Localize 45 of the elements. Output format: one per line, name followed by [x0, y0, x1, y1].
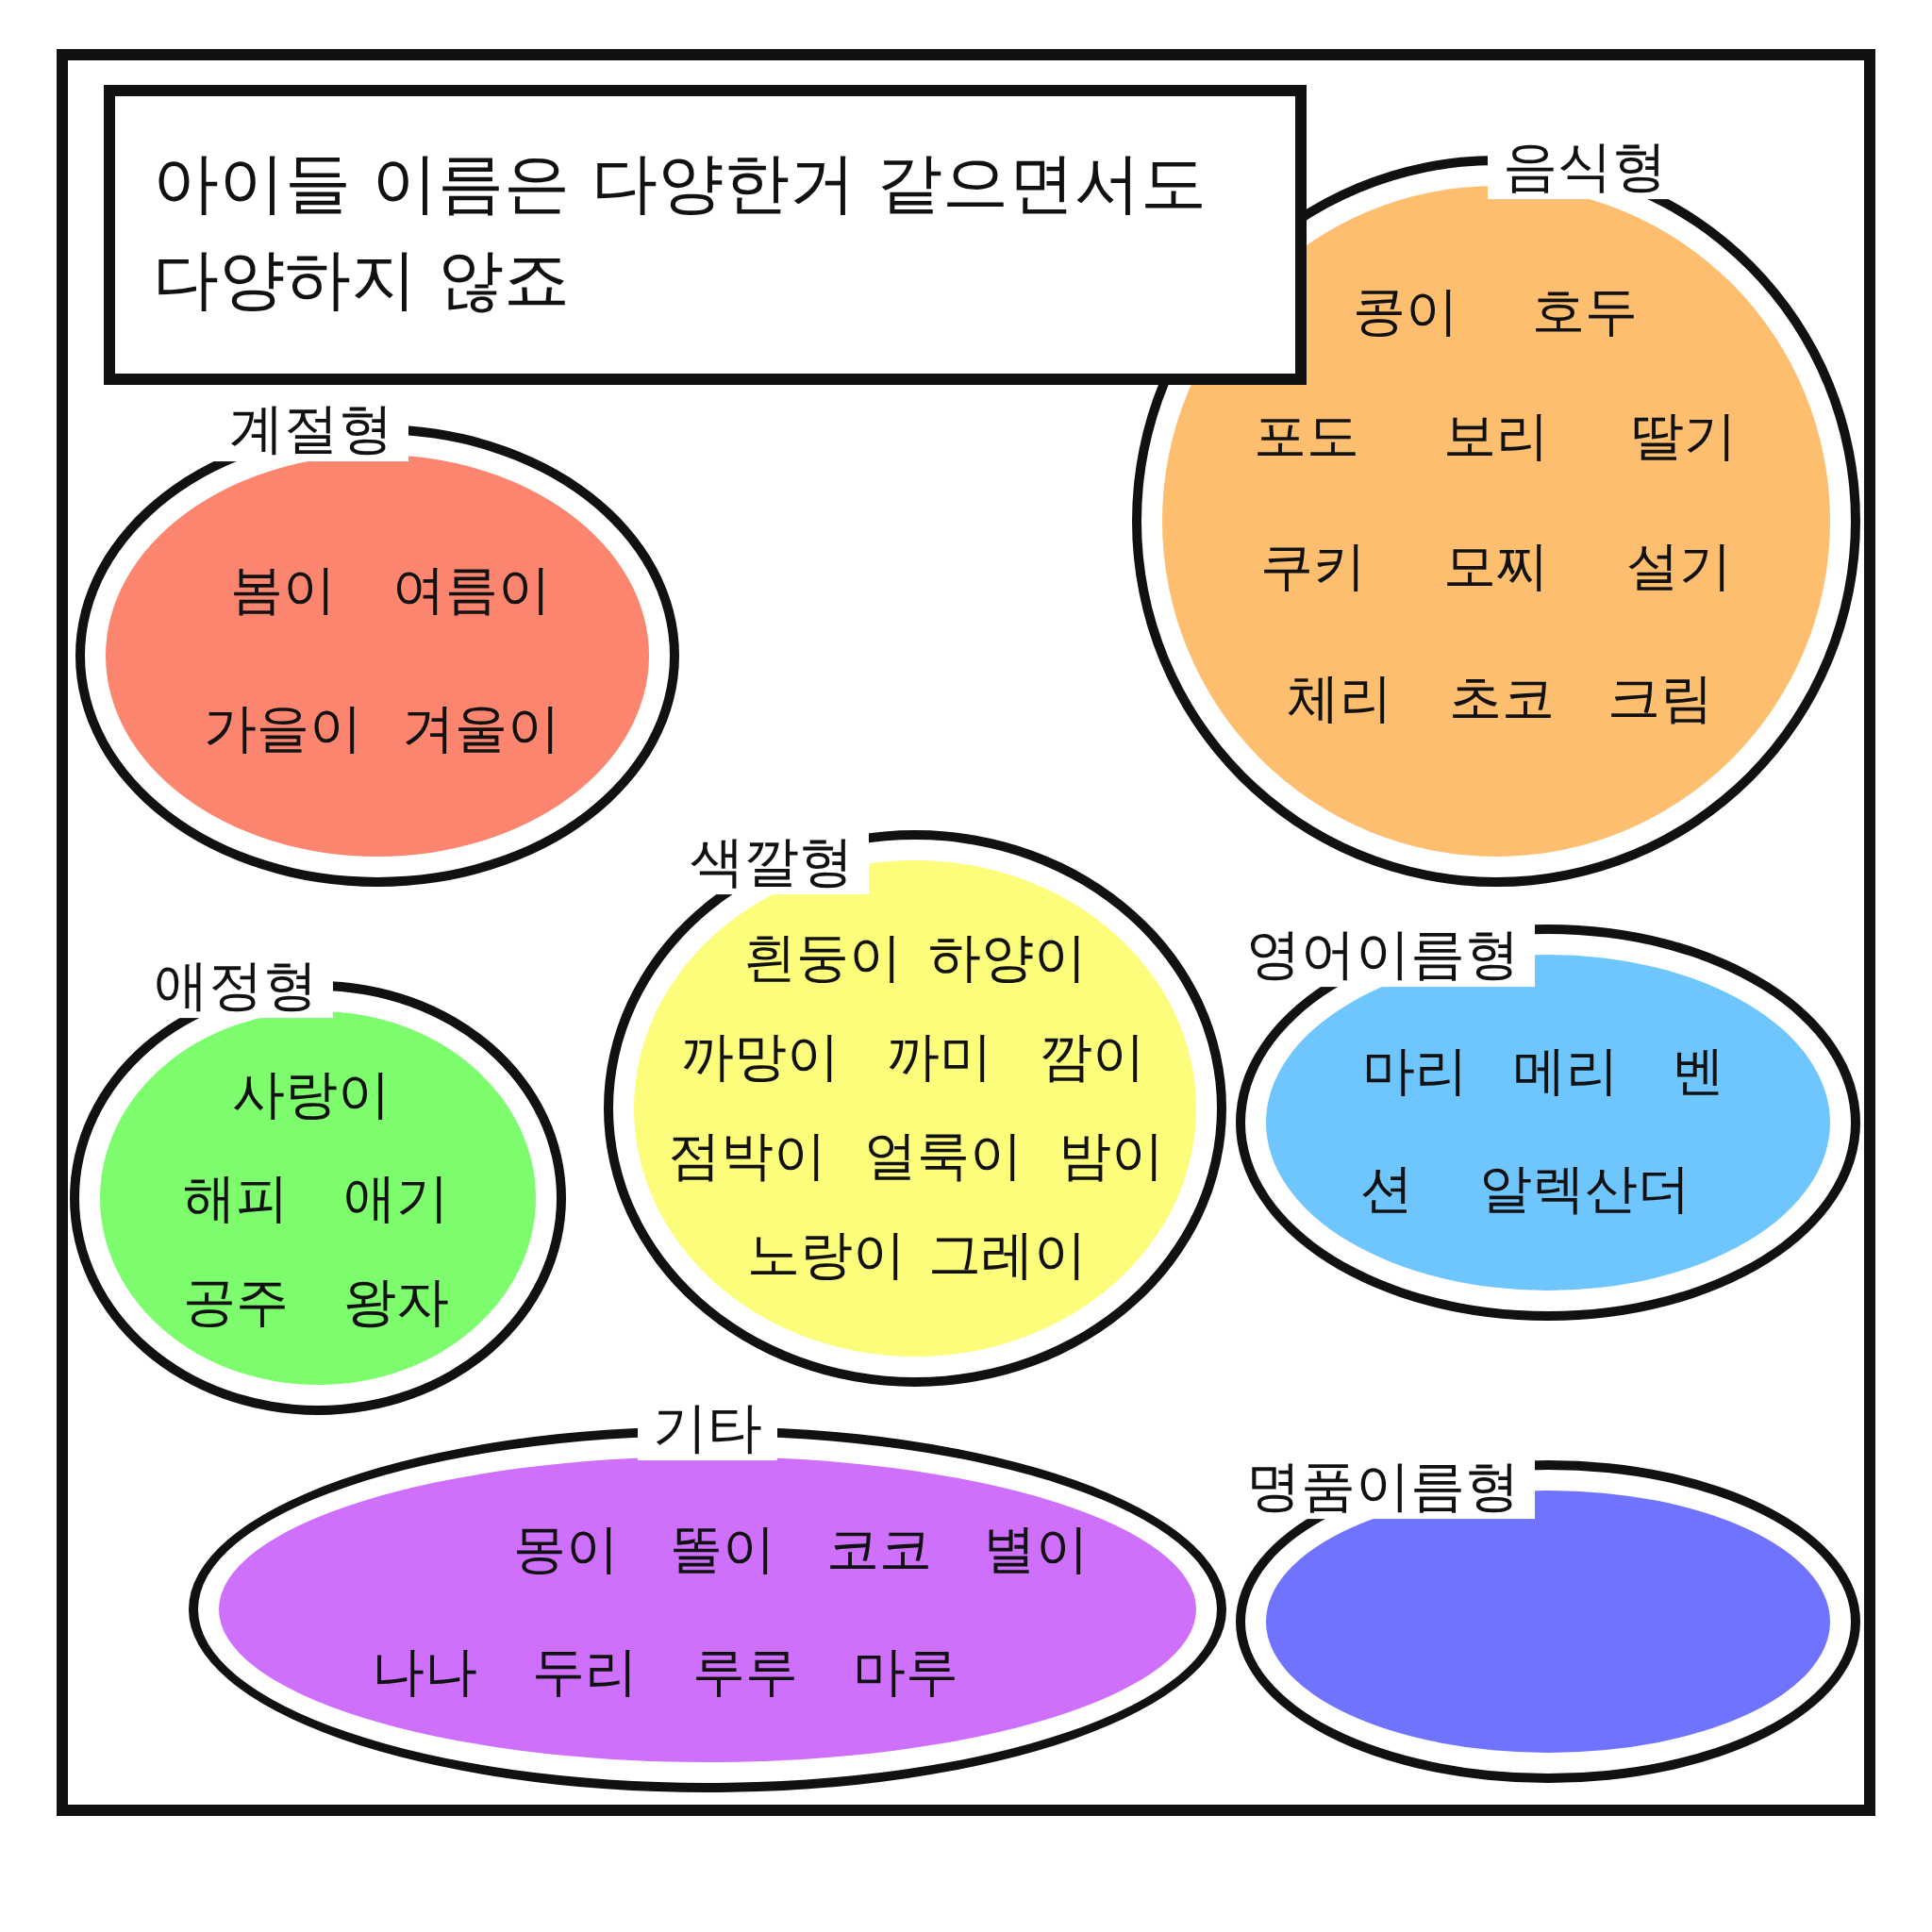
name-word: 보리	[1443, 407, 1549, 465]
caption-text: 아이들 이름은 다양한거 같으면서도 다양하지 않죠	[153, 143, 1208, 320]
name-word: 쿠키	[1260, 537, 1366, 595]
name-word: 애기	[343, 1169, 449, 1227]
name-word: 별이	[983, 1520, 1089, 1578]
name-word: 흰둥이	[743, 928, 902, 987]
name-word: 공주	[183, 1273, 289, 1331]
name-word: 겨울이	[402, 699, 560, 758]
name-word: 사랑이	[232, 1065, 391, 1124]
name-word: 해피	[183, 1169, 289, 1227]
name-word: 가을이	[204, 699, 362, 758]
name-word: 하양이	[928, 928, 1087, 987]
name-word: 루루	[692, 1642, 798, 1701]
name-word: 마리	[1362, 1041, 1468, 1100]
name-word: 콩이	[1353, 282, 1458, 341]
name-word: 왕자	[343, 1273, 449, 1331]
name-word: 노랑이	[747, 1225, 906, 1284]
name-word: 벤	[1672, 1041, 1724, 1100]
name-word: 마루	[853, 1642, 958, 1701]
name-word: 두리	[532, 1642, 638, 1701]
name-word: 알렉산더	[1479, 1159, 1690, 1218]
name-word: 밤이	[1058, 1126, 1164, 1185]
name-word: 봄이	[230, 560, 336, 619]
name-word: 점박이	[668, 1126, 826, 1185]
name-word: 까망이	[681, 1027, 840, 1086]
name-word: 나나	[372, 1642, 477, 1701]
name-word: 몽이	[513, 1520, 619, 1578]
name-word: 딸기	[1631, 407, 1737, 465]
name-word: 크림	[1607, 669, 1713, 727]
name-word: 똘이	[670, 1520, 775, 1578]
name-word: 얼룩이	[864, 1126, 1023, 1185]
name-word: 설기	[1626, 537, 1732, 595]
name-word: 그레이	[928, 1225, 1087, 1284]
caption-box	[104, 85, 1307, 385]
name-word: 여름이	[392, 560, 551, 619]
name-word: 코코	[826, 1520, 932, 1578]
name-word: 까미	[887, 1027, 992, 1086]
name-word: 호두	[1532, 282, 1638, 341]
name-word: 깜이	[1040, 1027, 1145, 1086]
name-word: 메리	[1513, 1041, 1619, 1100]
name-word: 초코	[1449, 669, 1555, 727]
name-word: 체리	[1287, 669, 1392, 727]
name-word: 션	[1360, 1159, 1413, 1218]
name-word: 모찌	[1443, 537, 1549, 595]
name-word: 포도	[1254, 407, 1359, 465]
